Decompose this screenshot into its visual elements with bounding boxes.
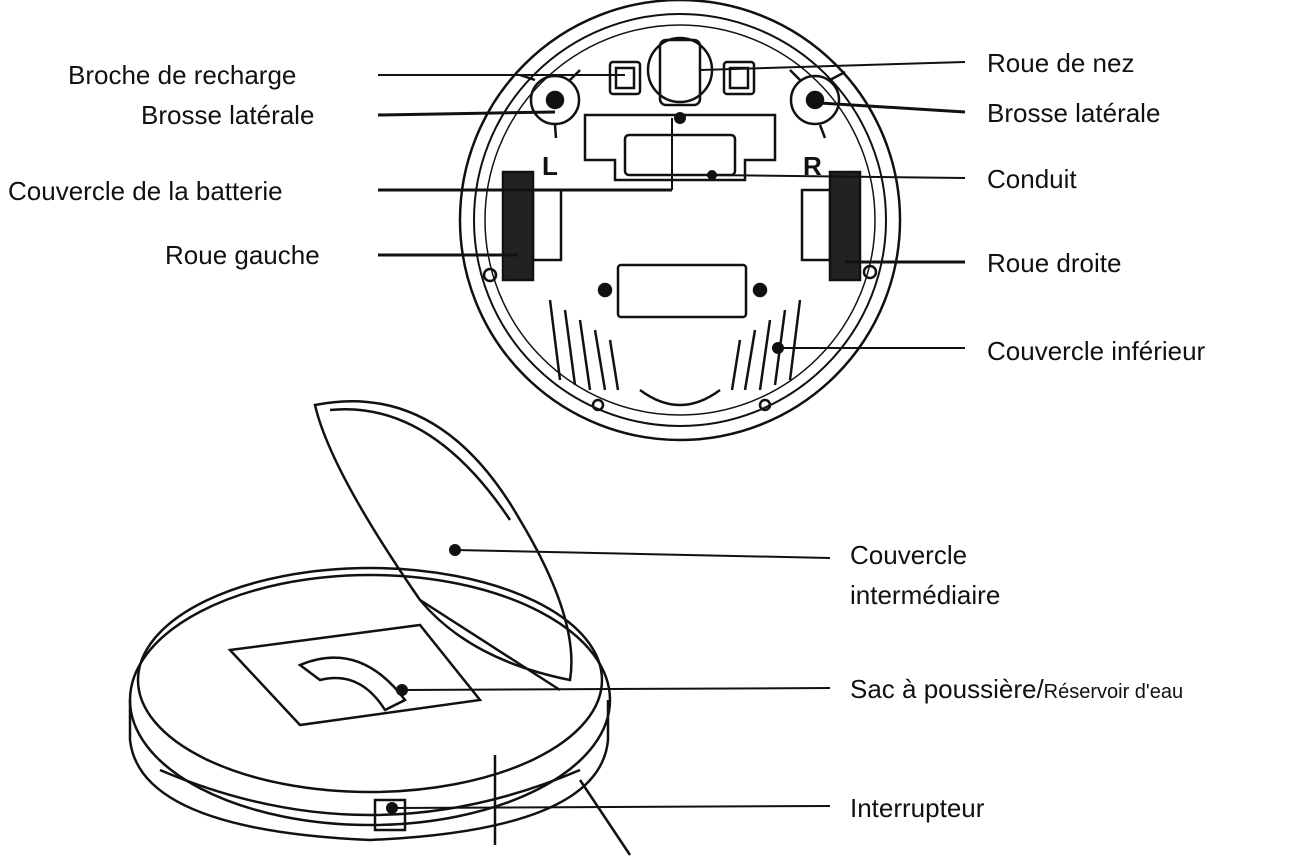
robot-perspective-view — [128, 400, 632, 856]
label-duct: Conduit — [987, 164, 1077, 194]
label-right-wheel: Roue droite — [987, 248, 1122, 278]
leader-dots — [386, 112, 784, 814]
label-intermediate-cover-line2: intermédiaire — [850, 580, 1001, 610]
label-charging-pin: Broche de recharge — [68, 60, 297, 90]
label-intermediate-cover-line1: Couvercle — [850, 540, 968, 570]
left-wheel-letter: L — [542, 151, 558, 181]
label-left-wheel: Roue gauche — [165, 240, 320, 270]
label-side-brush-left: Brosse latérale — [141, 100, 315, 130]
label-bottom-cover: Couvercle inférieur — [987, 336, 1206, 366]
label-side-brush-right: Brosse latérale — [987, 98, 1161, 128]
label-switch: Interrupteur — [850, 793, 985, 823]
label-battery-cover: Couvercle de la batterie — [8, 176, 283, 206]
label-dust-bag: Sac à poussière/Réservoir d'eau — [850, 674, 1183, 707]
leader-lines — [377, 61, 966, 809]
label-dust-bag-text: Sac à poussière/ — [850, 674, 1044, 704]
right-wheel-letter: R — [803, 151, 822, 181]
label-water-tank-text: Réservoir d'eau — [1043, 681, 1184, 703]
label-nose-wheel: Roue de nez — [987, 48, 1135, 78]
